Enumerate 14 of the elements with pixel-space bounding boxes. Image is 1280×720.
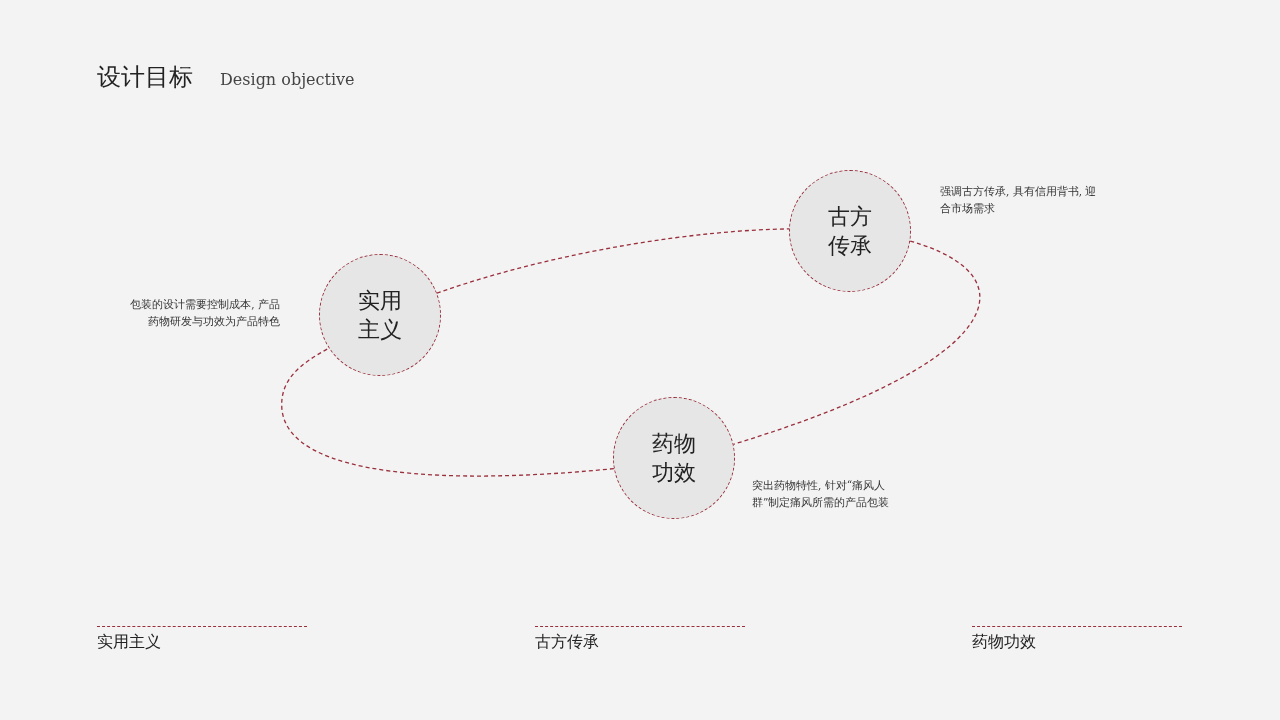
dashed-connector — [281, 347, 615, 477]
node-label: 实用主义 — [357, 287, 403, 344]
goal-label: 实用主义 — [97, 632, 161, 653]
subtitle-text: Design objective — [220, 70, 355, 89]
dashed-connector — [732, 240, 980, 445]
annotation-text: 包装的设计需要控制成本, 产品药物研发与功效为产品特色 — [129, 297, 280, 329]
annotation-text: 强调古方传承, 具有信用背书, 迎合市场需求 — [940, 184, 1098, 216]
title-text: 设计目标 — [97, 62, 193, 93]
goal-label: 药物功效 — [972, 632, 1036, 653]
annotation-text: 突出药物特性, 针对“痛风人群”制定痛风所需的产品包装 — [752, 478, 891, 510]
node-label: 古方传承 — [827, 203, 873, 260]
dashed-connector — [436, 228, 790, 294]
goal-label: 古方传承 — [535, 632, 599, 653]
node-label: 药物功效 — [651, 430, 697, 487]
